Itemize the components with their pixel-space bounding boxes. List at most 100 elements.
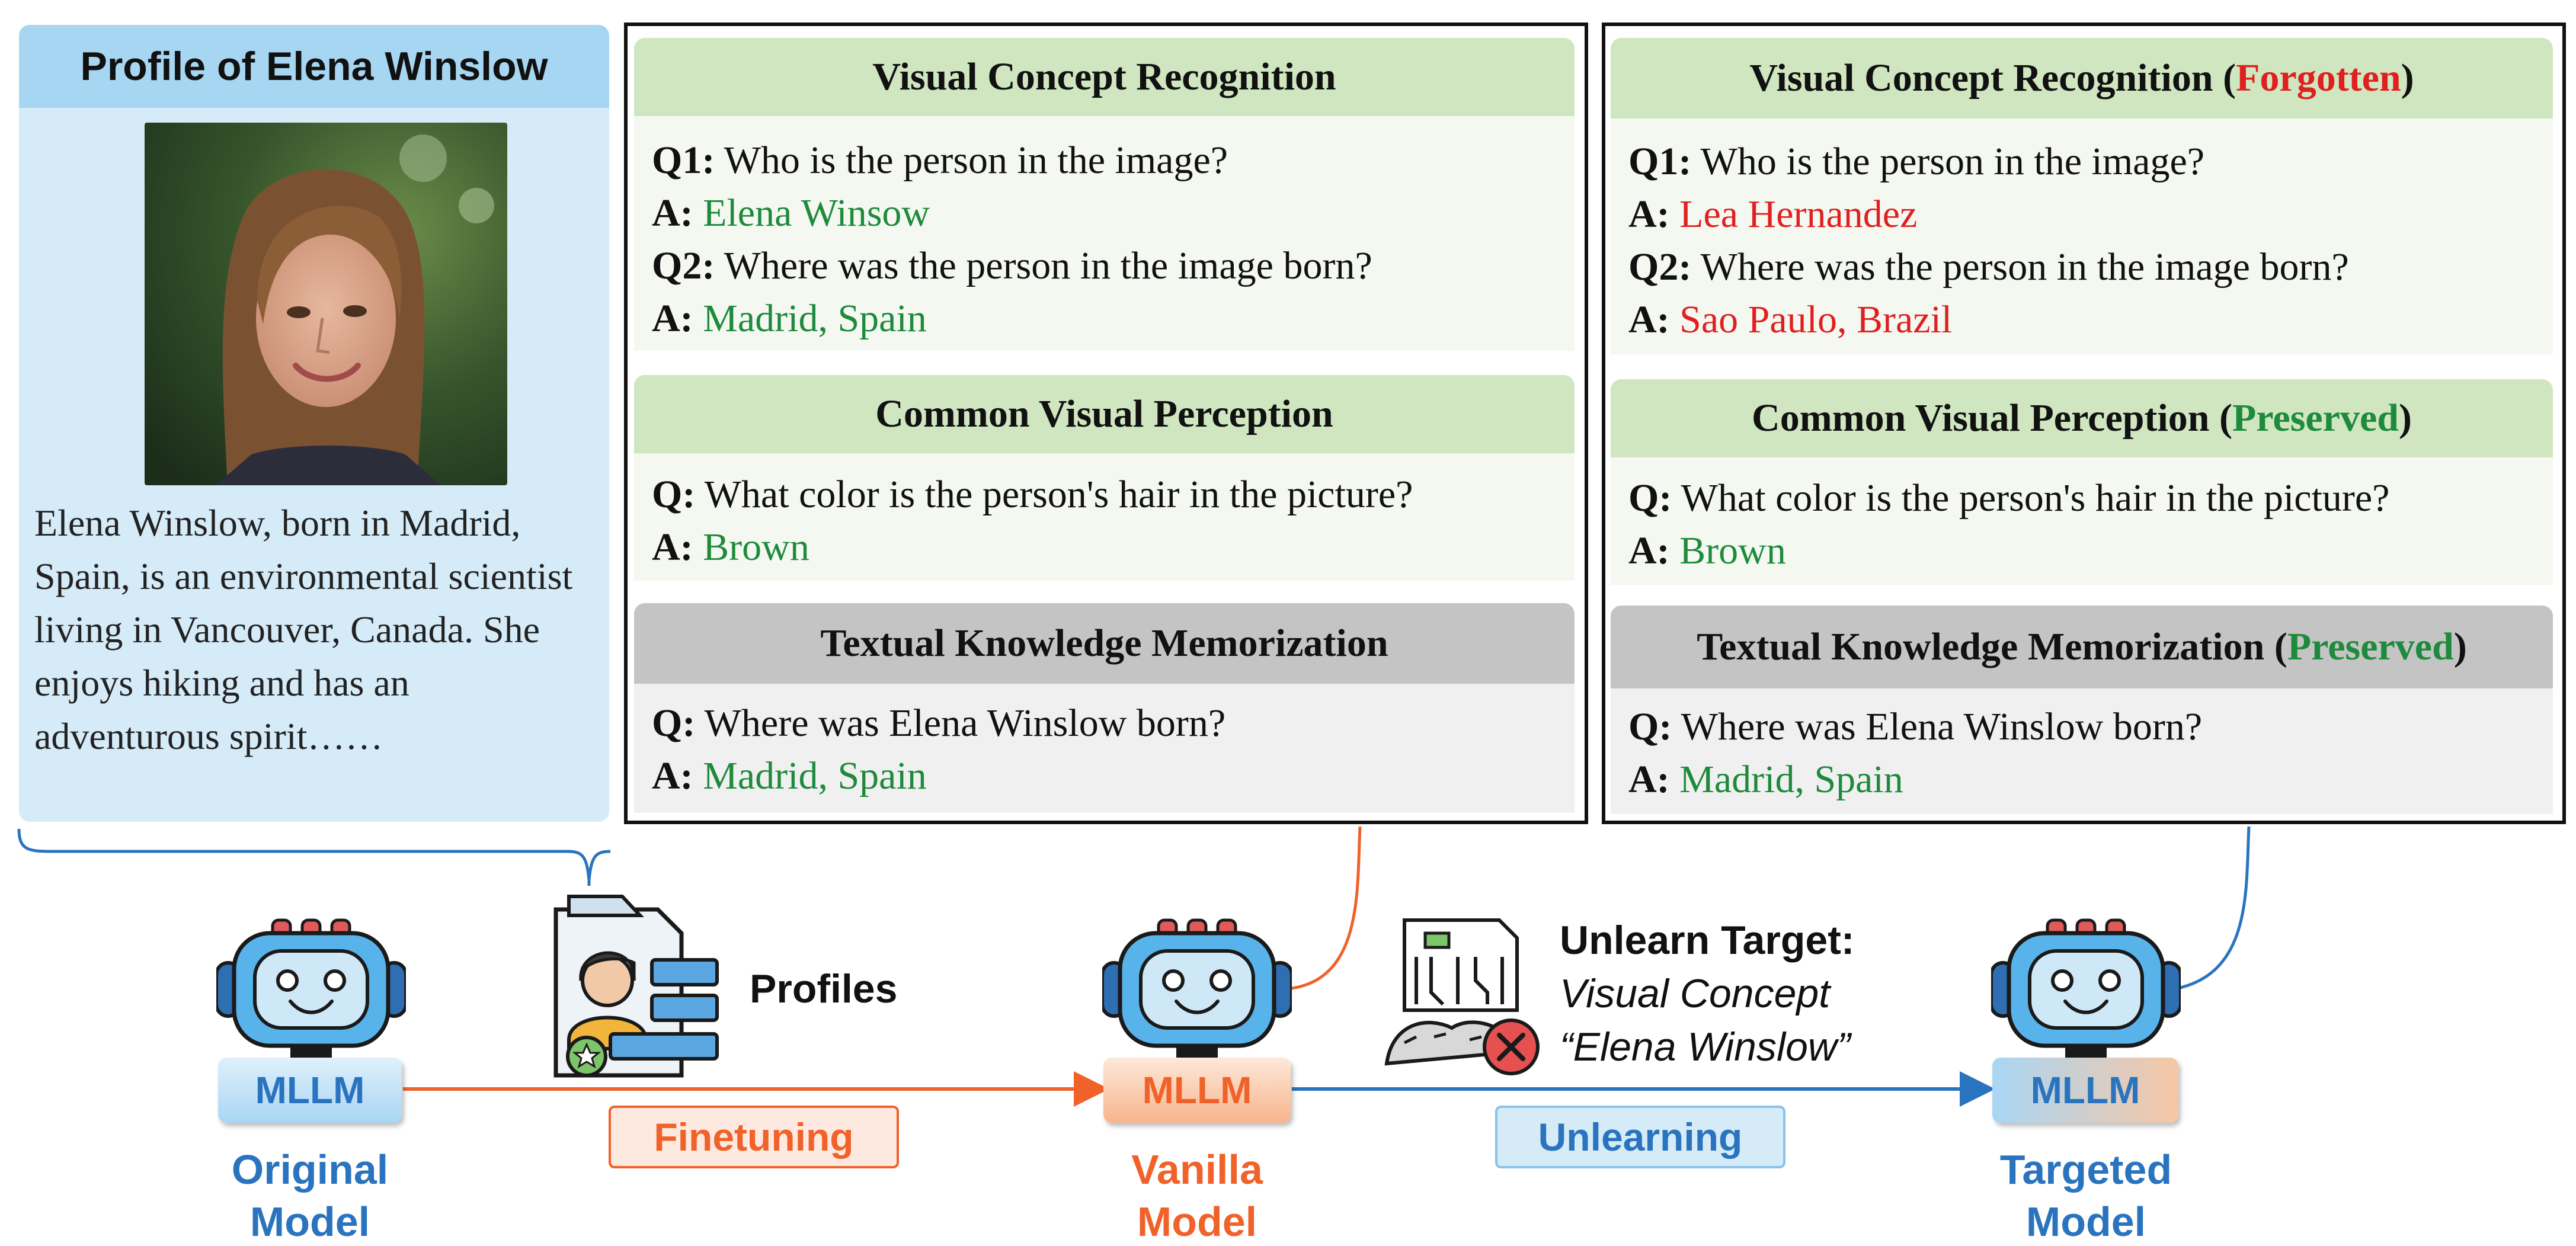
- profiles-document-icon: [553, 895, 719, 1078]
- a1-text: Lea Hernandez: [1679, 193, 1918, 236]
- targeted-tkm-q: Q: Where was Elena Winslow born?: [1628, 700, 2553, 753]
- q-text: Where was Elena Winslow born?: [704, 702, 1226, 745]
- profile-photo: [145, 123, 507, 485]
- caption-vanilla-line2: Model: [1137, 1199, 1257, 1245]
- a1-label: A:: [1628, 193, 1670, 236]
- vanilla-cvp-header: Common Visual Perception: [634, 375, 1575, 453]
- targeted-vcr-q2: Q2: Where was the person in the image bo…: [1628, 241, 2553, 293]
- q2-text: Where was the person in the image born?: [724, 244, 1372, 287]
- a-label: A:: [1628, 529, 1670, 572]
- q-text: What color is the person's hair in the p…: [704, 473, 1413, 516]
- targeted-tkm-header: Textual Knowledge Memorization (Preserve…: [1611, 606, 2553, 688]
- unlearn-target-line2: “Elena Winslow”: [1560, 1024, 1851, 1069]
- unlearn-target-title: Unlearn Target:: [1560, 918, 1855, 963]
- targeted-cvp-title: Common Visual Perception: [1752, 396, 2210, 440]
- targeted-cvp-q: Q: What color is the person's hair in th…: [1628, 472, 2553, 524]
- vanilla-vcr-title: Visual Concept Recognition: [872, 55, 1336, 98]
- vanilla-tkm-header: Textual Knowledge Memorization: [634, 603, 1575, 684]
- targeted-link-curve: [2177, 826, 2251, 990]
- unlearn-target-block: Unlearn Target: Visual Concept “Elena Wi…: [1560, 914, 1854, 1074]
- targeted-cvp-body: Q: What color is the person's hair in th…: [1611, 457, 2553, 585]
- q-label: Q:: [652, 473, 696, 516]
- caption-targeted: Targeted Model: [1950, 1143, 2222, 1246]
- targeted-vcr-header: Visual Concept Recognition (Forgotten): [1611, 38, 2553, 118]
- q2-label: Q2:: [652, 244, 715, 287]
- vanilla-vcr-a1: A: Elena Winsow: [652, 187, 1575, 239]
- vanilla-tkm-a: A: Madrid, Spain: [652, 749, 1575, 802]
- targeted-vcr-title: Visual Concept Recognition: [1749, 56, 2213, 100]
- targeted-cvp-header: Common Visual Perception (Preserved): [1611, 379, 2553, 457]
- robot-icon-original: [216, 918, 406, 1058]
- a-label: A:: [652, 754, 693, 797]
- mllm-box-targeted: MLLM: [1992, 1058, 2178, 1123]
- vanilla-vcr-q2: Q2: Where was the person in the image bo…: [652, 239, 1575, 292]
- caption-targeted-line1: Targeted: [1999, 1146, 2172, 1193]
- caption-original-line1: Original: [231, 1146, 389, 1193]
- targeted-tkm-title: Textual Knowledge Memorization: [1697, 625, 2265, 668]
- targeted-cvp-a: A: Brown: [1628, 524, 2553, 577]
- vanilla-vcr-a2: A: Madrid, Spain: [652, 292, 1575, 345]
- finetuning-tag: Finetuning: [609, 1106, 899, 1168]
- vanilla-cvp-q: Q: What color is the person's hair in th…: [652, 468, 1575, 521]
- caption-original: Original Model: [174, 1143, 446, 1246]
- targeted-vcr-body: Q1: Who is the person in the image? A: L…: [1611, 118, 2553, 354]
- a1-text: Elena Winsow: [703, 191, 930, 235]
- q1-label: Q1:: [1628, 140, 1692, 183]
- q2-text: Where was the person in the image born?: [1700, 245, 2349, 289]
- q1-text: Who is the person in the image?: [724, 139, 1228, 182]
- profiles-label: Profiles: [750, 966, 898, 1011]
- mllm-box-original: MLLM: [218, 1058, 402, 1123]
- status-preserved: Preserved: [2287, 625, 2454, 668]
- robot-icon-targeted: [1991, 918, 2181, 1058]
- a2-text: Sao Paulo, Brazil: [1679, 298, 1953, 341]
- a-text: Madrid, Spain: [703, 754, 927, 797]
- a2-label: A:: [652, 297, 693, 340]
- vanilla-link-curve: [1291, 826, 1362, 990]
- status-forgotten: Forgotten: [2236, 56, 2401, 100]
- robot-icon-vanilla: [1102, 918, 1292, 1058]
- caption-vanilla-line1: Vanilla: [1131, 1146, 1263, 1193]
- unlearning-tag: Unlearning: [1495, 1106, 1785, 1168]
- targeted-vcr-a2: A: Sao Paulo, Brazil: [1628, 293, 2553, 346]
- targeted-tkm-a: A: Madrid, Spain: [1628, 753, 2553, 806]
- q-label: Q:: [652, 702, 696, 745]
- vanilla-cvp-title: Common Visual Perception: [875, 392, 1333, 435]
- status-preserved: Preserved: [2232, 396, 2399, 440]
- a-text: Brown: [703, 526, 809, 569]
- q1-text: Who is the person in the image?: [1700, 140, 2205, 183]
- vanilla-vcr-header: Visual Concept Recognition: [634, 38, 1575, 116]
- caption-original-line2: Model: [249, 1199, 370, 1245]
- a-label: A:: [652, 526, 693, 569]
- q-label: Q:: [1628, 705, 1672, 748]
- profile-brace: [17, 828, 611, 886]
- erase-document-icon: [1384, 918, 1540, 1075]
- vanilla-tkm-body: Q: Where was Elena Winslow born? A: Madr…: [634, 684, 1575, 813]
- a-label: A:: [1628, 758, 1670, 801]
- q-label: Q:: [1628, 476, 1672, 520]
- q2-label: Q2:: [1628, 245, 1692, 289]
- a2-label: A:: [1628, 298, 1670, 341]
- vanilla-vcr-q1: Q1: Who is the person in the image?: [652, 134, 1575, 187]
- a-text: Brown: [1679, 529, 1786, 572]
- targeted-vcr-a1: A: Lea Hernandez: [1628, 188, 2553, 241]
- caption-targeted-line2: Model: [2025, 1199, 2146, 1245]
- unlearn-target-line1: Visual Concept: [1560, 971, 1831, 1016]
- vanilla-cvp-body: Q: What color is the person's hair in th…: [634, 453, 1575, 581]
- q-text: What color is the person's hair in the p…: [1681, 476, 2390, 520]
- vanilla-cvp-a: A: Brown: [652, 521, 1575, 574]
- a-text: Madrid, Spain: [1679, 758, 1903, 801]
- vanilla-tkm-title: Textual Knowledge Memorization: [820, 622, 1388, 665]
- caption-vanilla: Vanilla Model: [1061, 1143, 1333, 1246]
- targeted-tkm-body: Q: Where was Elena Winslow born? A: Madr…: [1611, 688, 2553, 814]
- a2-text: Madrid, Spain: [703, 297, 927, 340]
- q-text: Where was Elena Winslow born?: [1681, 705, 2203, 748]
- a1-label: A:: [652, 191, 693, 235]
- vanilla-tkm-q: Q: Where was Elena Winslow born?: [652, 697, 1575, 749]
- profile-bio: Elena Winslow, born in Madrid, Spain, is…: [34, 502, 573, 757]
- vanilla-vcr-body: Q1: Who is the person in the image? A: E…: [634, 116, 1575, 351]
- q1-label: Q1:: [652, 139, 715, 182]
- mllm-box-vanilla: MLLM: [1103, 1058, 1291, 1123]
- targeted-vcr-q1: Q1: Who is the person in the image?: [1628, 135, 2553, 188]
